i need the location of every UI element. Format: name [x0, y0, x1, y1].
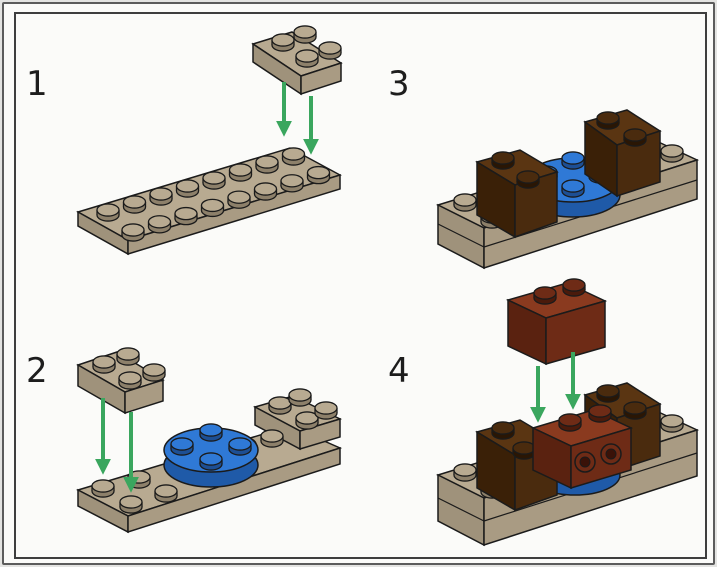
stud: [142, 363, 166, 382]
stud: [562, 278, 586, 297]
stud: [660, 144, 684, 163]
stud: [116, 347, 140, 366]
step3-left-slope-studs: [491, 151, 540, 189]
stud: [170, 437, 194, 456]
step-1-number: 1: [26, 64, 48, 104]
stud: [268, 396, 292, 415]
stud: [154, 484, 178, 503]
stud: [228, 437, 252, 456]
stud: [306, 165, 331, 185]
stud: [281, 147, 306, 166]
stud: [295, 49, 319, 68]
stud: [660, 414, 684, 433]
step-1: 1: [26, 25, 343, 256]
stud: [558, 413, 582, 432]
stud: [199, 452, 223, 471]
step2-small-plate-studs: [92, 347, 166, 390]
stud: [121, 223, 145, 242]
stud: [92, 355, 116, 374]
stud: [175, 179, 200, 198]
stud: [561, 179, 585, 198]
stud: [596, 111, 620, 130]
step2-turntable-studs: [170, 423, 252, 471]
stud: [623, 128, 647, 147]
stud: [561, 151, 585, 170]
stud: [96, 203, 120, 222]
step-4-number: 4: [388, 351, 410, 391]
stud: [453, 463, 477, 482]
stud: [118, 371, 142, 390]
stud: [119, 495, 143, 514]
stud: [491, 421, 515, 440]
step2-base-studs: [91, 388, 338, 514]
stud: [491, 151, 515, 170]
stud: [293, 25, 317, 44]
stud: [271, 33, 295, 52]
stud: [596, 384, 620, 403]
stud: [199, 423, 223, 442]
stud: [533, 286, 557, 305]
stud: [512, 441, 536, 460]
stud: [149, 187, 173, 206]
stud: [260, 429, 284, 448]
stud: [255, 155, 279, 174]
stud: [147, 215, 172, 234]
step-3: 3: [388, 64, 700, 270]
stud: [227, 190, 251, 209]
step4-brick-1x2-studs: [533, 278, 586, 305]
stud: [295, 411, 319, 430]
stud: [516, 170, 540, 189]
step1-small-plate-studs: [271, 25, 342, 68]
stud: [623, 401, 647, 420]
step-2: 2: [26, 347, 343, 534]
technic-pin-hole-right: [600, 443, 622, 465]
instruction-panel: [14, 12, 707, 559]
step4-technic-brick-studs: [558, 404, 612, 432]
stud: [588, 404, 612, 423]
step3-right-slope-studs: [596, 111, 647, 147]
stud: [288, 388, 312, 407]
step-3-number: 3: [388, 64, 410, 104]
stud: [91, 479, 115, 498]
stud: [122, 195, 147, 214]
stud: [228, 163, 253, 182]
step4-slope-studs: [491, 384, 647, 460]
technic-pin-hole-left: [574, 451, 596, 473]
stud: [314, 401, 338, 420]
stud: [318, 41, 342, 60]
stud: [174, 206, 198, 226]
stud: [200, 198, 225, 218]
step-2-number: 2: [26, 351, 48, 391]
step-4: 4: [388, 278, 700, 547]
stud: [253, 182, 278, 201]
stud: [202, 171, 226, 190]
stud: [280, 174, 304, 193]
stud: [453, 193, 477, 212]
step1-plate-studs: [96, 147, 331, 242]
